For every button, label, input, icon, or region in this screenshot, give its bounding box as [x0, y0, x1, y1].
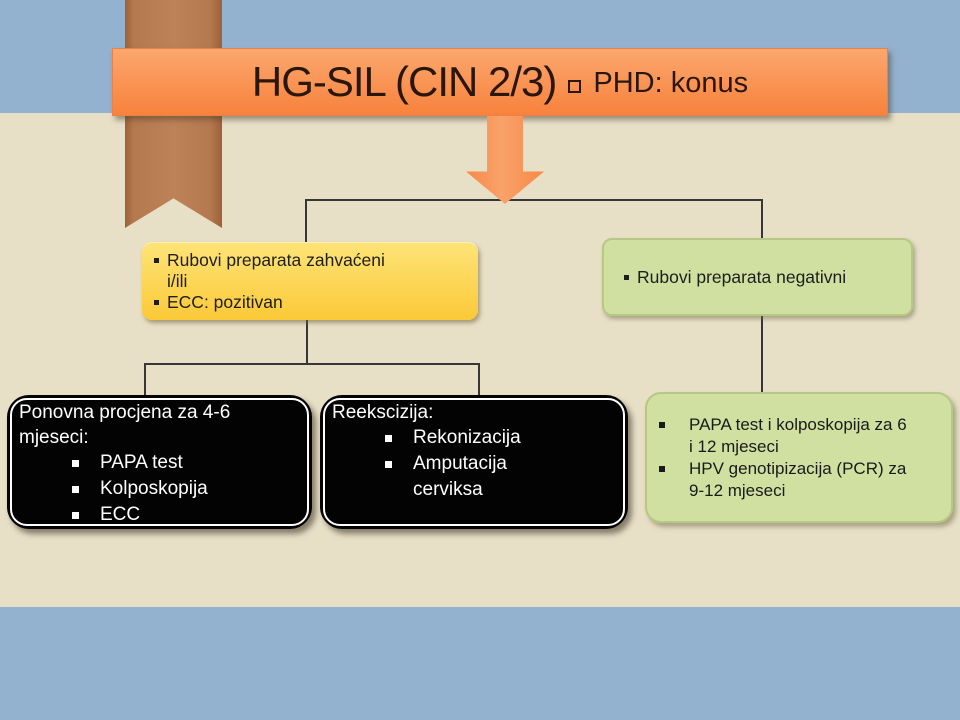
- list-item-text: PAPA test: [100, 452, 183, 473]
- list-item-text: Amputacija cerviksa: [413, 453, 507, 500]
- connector-vertical-to-green: [761, 199, 763, 239]
- bullet-square-icon: [72, 460, 79, 467]
- list-item-text: ECC: pozitivan: [167, 292, 283, 312]
- connector-yellow-down: [306, 318, 308, 364]
- list-item-text: Kolposkopija: [100, 478, 208, 499]
- bottom-band: [0, 607, 960, 720]
- list-item: ECC: [72, 502, 300, 528]
- list-item: ECC: pozitivan: [154, 292, 468, 313]
- box-reexcision: Reekscizija: Rekonizacija Amputacija cer…: [320, 395, 628, 529]
- bullet-square-icon: [385, 435, 392, 442]
- list-item-text: ECC: [100, 504, 141, 525]
- down-arrow-icon: [466, 116, 544, 204]
- connector-horizontal-top: [305, 199, 762, 201]
- list-item-text: Rubovi preparata zahvaćeni i/ili: [167, 250, 385, 291]
- list-item: HPV genotipizacija (PCR) za 9-12 mjeseci: [659, 458, 941, 502]
- hollow-square-bullet-icon: [568, 79, 582, 93]
- box-title: Ponovna procjena za 4-6 mjeseci:: [19, 402, 231, 448]
- box-margins-positive: Rubovi preparata zahvaćeni i/ili ECC: po…: [142, 242, 478, 320]
- title-bar: HG-SIL (CIN 2/3) PHD: konus: [112, 48, 888, 116]
- connector-to-black-left: [144, 363, 146, 396]
- bullet-square-icon: [154, 300, 159, 305]
- bullet-square-icon: [624, 274, 629, 280]
- list-item-text: Rekonizacija: [413, 427, 521, 448]
- box-margins-negative: Rubovi preparata negativni: [602, 238, 913, 316]
- list-item: PAPA test: [72, 450, 300, 476]
- bullet-square-icon: [72, 512, 79, 519]
- box-reassessment: Ponovna procjena za 4-6 mjeseci: PAPA te…: [7, 395, 312, 529]
- connector-to-black-right: [478, 363, 480, 396]
- page-subtitle: PHD: konus: [593, 66, 749, 99]
- list-item-text: Rubovi preparata negativni: [637, 266, 847, 287]
- box-title: Reekscizija:: [332, 402, 434, 423]
- list-item: Kolposkopija: [72, 476, 300, 502]
- connector-vertical-to-yellow: [305, 199, 307, 243]
- bullet-square-icon: [154, 258, 159, 263]
- list-item: PAPA test i kolposkopija za 6 i 12 mjese…: [659, 414, 941, 458]
- connector-green-down: [761, 314, 763, 393]
- bullet-square-icon: [72, 486, 79, 493]
- list-item-text: HPV genotipizacija (PCR) za 9-12 mjeseci: [689, 459, 907, 500]
- bullet-square-icon: [659, 466, 665, 472]
- list-item: Rubovi preparata zahvaćeni i/ili: [154, 250, 468, 292]
- list-item-text: PAPA test i kolposkopija za 6 i 12 mjese…: [689, 415, 907, 456]
- list-item: Amputacija cerviksa: [385, 451, 616, 503]
- list-item: Rekonizacija: [385, 425, 616, 451]
- connector-horizontal-mid: [144, 363, 479, 365]
- box-followup: PAPA test i kolposkopija za 6 i 12 mjese…: [645, 392, 953, 523]
- page-title: HG-SIL (CIN 2/3): [251, 58, 557, 105]
- bullet-square-icon: [385, 461, 392, 468]
- list-item: Rubovi preparata negativni: [624, 267, 846, 288]
- bullet-square-icon: [659, 422, 665, 428]
